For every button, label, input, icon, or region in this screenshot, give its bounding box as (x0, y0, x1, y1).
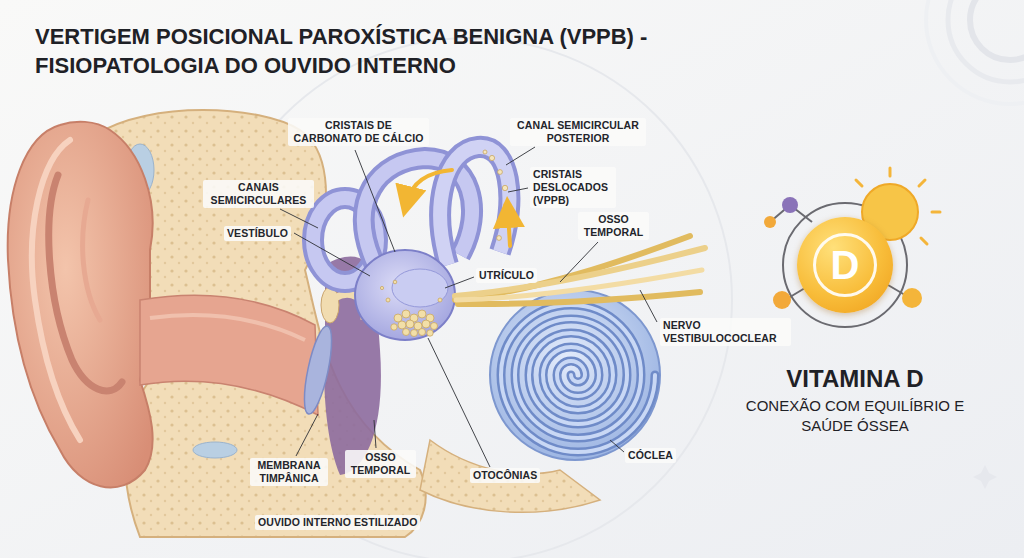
part-label: VESTÍBULO (224, 226, 291, 241)
diagram-title: VERTIGEM POSICIONAL PAROXÍSTICA BENIGNA … (35, 22, 675, 80)
part-label: CRISTAIS DESLOCADOS (VPPB) (530, 167, 616, 208)
part-label: OTOCÔNIAS (470, 468, 540, 483)
part-label: OUVIDO INTERNO ESTILIZADO (255, 515, 420, 530)
part-label: OSSO TEMPORAL (345, 450, 416, 478)
part-label: UTRÍCULO (476, 268, 537, 283)
vitamin-badge: D (797, 217, 893, 313)
part-label: OSSO TEMPORAL (578, 212, 649, 240)
caption-text: CONEXÃO COM EQUILÍBRIO E SAÚDE ÓSSEA (745, 396, 965, 435)
part-label: CÓCLEA (625, 448, 676, 463)
badge-letter: D (831, 245, 860, 285)
part-label: CANAIS SEMICIRCULARES (203, 180, 314, 208)
part-label: NERVO VESTIBULOCOCLEAR (660, 318, 791, 346)
part-label: MEMBRANA TIMPÂNICA (250, 458, 328, 486)
part-label: CANAL SEMICIRCULAR POSTERIOR (510, 118, 646, 146)
caption-text: VITAMINA D (745, 363, 965, 394)
part-label: CRISTAIS DE CARBONATO DE CÁLCIO (288, 118, 429, 146)
